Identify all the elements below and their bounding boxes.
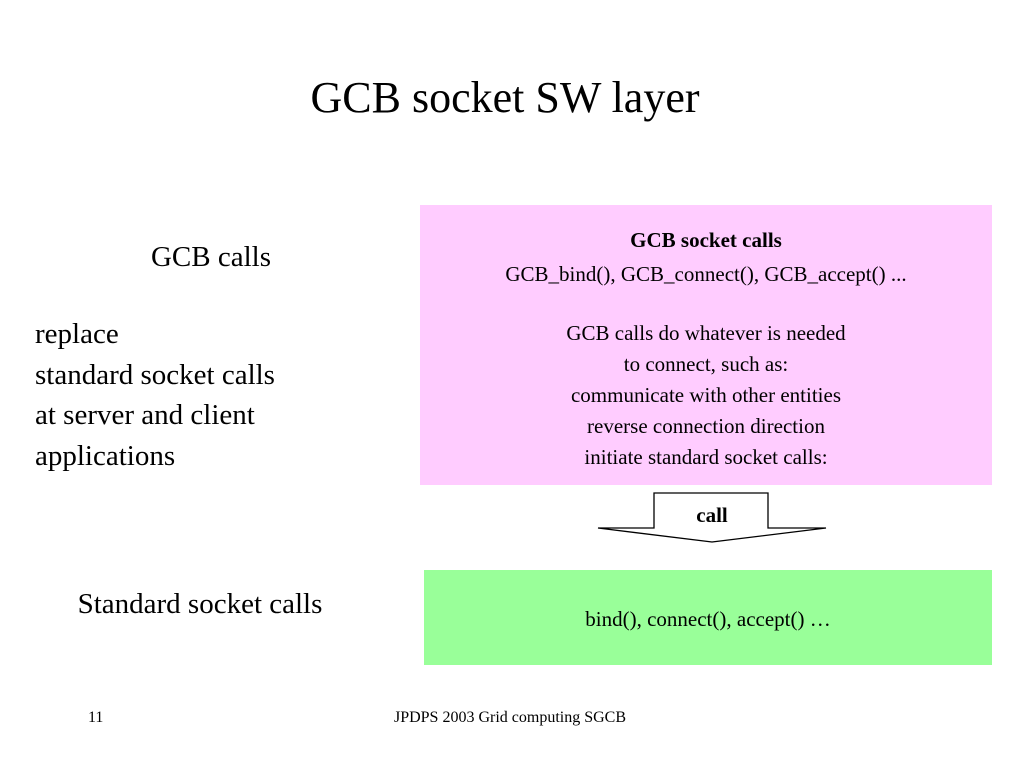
standard-socket-calls-box: bind(), connect(), accept() … — [424, 570, 992, 665]
replace-line: at server and client — [35, 399, 255, 431]
gcb-box-description-line: reverse connection direction — [587, 414, 825, 438]
gcb-box-description-line: to connect, such as: — [623, 352, 789, 376]
slide-title: GCB socket SW layer — [310, 73, 700, 122]
std-box-calls: bind(), connect(), accept() … — [585, 607, 831, 631]
replace-line: replace — [35, 318, 119, 350]
replace-line: standard socket calls — [35, 358, 275, 391]
gcb-box-description: GCB calls do whatever is needed to conne… — [420, 318, 992, 473]
page-number: 11 — [88, 709, 104, 726]
call-arrow-label: call — [696, 503, 728, 527]
gcb-box-title: GCB socket calls — [630, 228, 782, 252]
gcb-box-description-line: communicate with other entities — [570, 383, 841, 407]
call-down-arrow-icon — [597, 492, 827, 543]
standard-socket-calls-label: Standard socket calls — [77, 588, 323, 620]
gcb-calls-label: GCB calls — [150, 241, 272, 273]
gcb-box-calls: GCB_bind(), GCB_connect(), GCB_accept() … — [505, 262, 907, 286]
footer-text: JPDPS 2003 Grid computing SGCB — [393, 709, 627, 726]
replace-line: applications — [35, 439, 176, 472]
gcb-box-description-line: GCB calls do whatever is needed — [566, 321, 846, 345]
replace-description: replace standard socket calls at server … — [35, 314, 375, 476]
gcb-socket-calls-box: GCB socket calls GCB_bind(), GCB_connect… — [420, 205, 992, 485]
gcb-box-description-line: initiate standard socket calls: — [584, 445, 828, 469]
